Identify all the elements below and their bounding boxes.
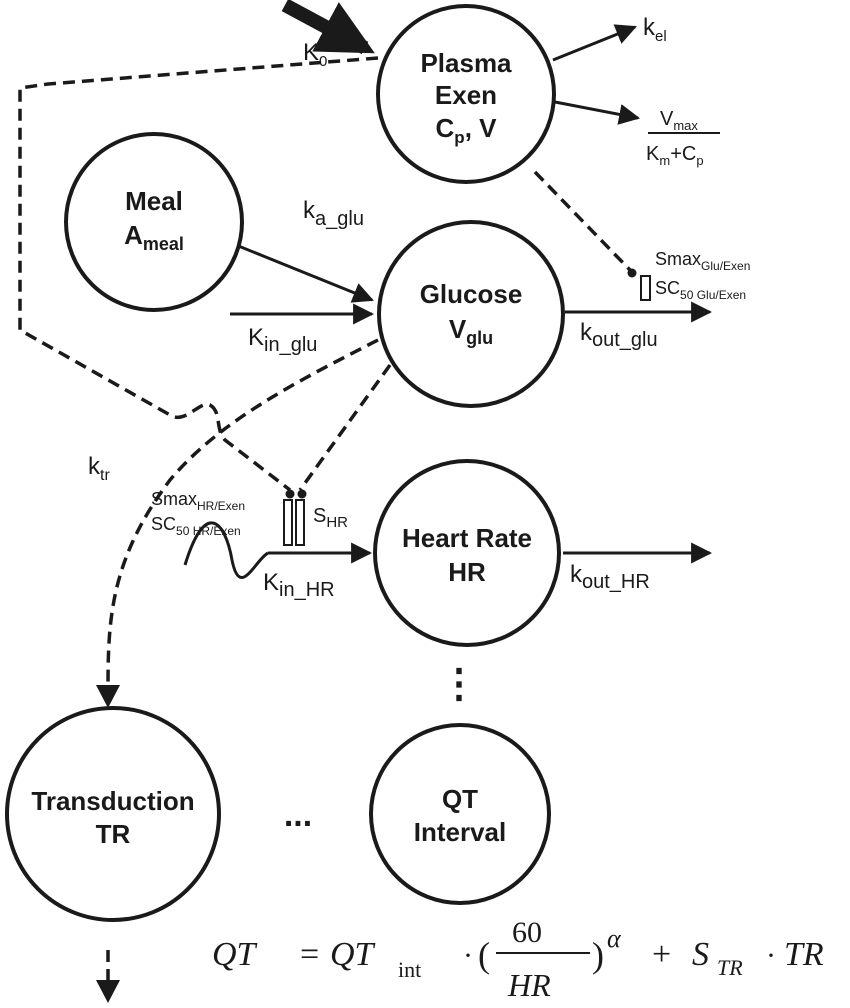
qt-line1: QT [442,784,478,814]
vmax-denominator: Km+Cp [646,143,704,168]
transduction-line1: Transduction [31,786,194,816]
hr-effect-dot-2 [297,489,307,499]
transduction-out-arrowhead [96,980,120,1003]
glu-effect-box [640,275,651,301]
label-kin-hr: Kin_HR [263,569,335,601]
eq-dot1: · [463,939,473,972]
k0-input-arrow [281,0,375,55]
eq-close-paren: ) [592,935,604,975]
label-kout-hr: kout_HR [570,561,650,593]
node-transduction: Transduction TR [5,706,221,922]
meal-line1: Meal [125,186,183,216]
label-kin-glu: Kin_glu [248,324,317,356]
qt-equation: QT = QT int · ( 60 HR ) α + S TR · TR [212,916,824,1003]
eq-numerator: 60 [512,916,542,949]
transduction-line2: TR [96,819,131,849]
transduction-in-arrowhead [96,685,120,708]
eq-dot2: · [766,939,776,972]
eq-qt: QT [330,936,376,973]
node-qt-interval: QT Interval [369,723,551,905]
eq-equals: = [300,936,319,973]
plasma-line3: Cp, V [436,113,498,147]
heart-line1: Heart Rate [402,523,532,553]
eq-lhs: QT [212,936,258,973]
label-kel: kel [643,14,667,45]
dashed-glu-to-transduction [106,338,379,691]
label-k0: K0 [303,39,327,70]
eq-open-paren: ( [478,935,490,975]
glucose-line2: Vglu [449,314,493,348]
eq-tr: TR [784,936,824,973]
dashed-exen-to-glu [533,170,632,272]
glu-effect-dot [627,268,637,278]
eq-plus: + [652,936,671,973]
eq-alpha: α [607,924,622,953]
node-glucose: Glucose Vglu [377,220,565,408]
plasma-line2: Exen [435,80,497,110]
sine-wave [183,521,269,579]
vmax-arrow [554,100,641,125]
vmax-numerator: Vmax [660,108,698,133]
heart-line2: HR [448,557,486,587]
hr-effect-box-2 [295,499,305,546]
label-shr: SHR [313,505,348,531]
eq-int: int [398,957,421,982]
label-smax-hr: SmaxHR/Exen [151,489,245,513]
eq-denominator: HR [507,967,551,1003]
label-kout-glu: kout_glu [580,319,658,351]
label-vmax-fraction: Vmax Km+Cp [646,108,720,168]
kel-arrow [552,24,637,62]
label-smax-glu: SmaxGlu/Exen [655,249,750,273]
qt-line2: Interval [414,817,507,847]
eq-s: S [692,936,709,973]
label-ka-glu: ka_glu [303,197,364,230]
ellipsis-horizontal: ... [284,796,312,834]
ka-glu-arrow [235,243,374,303]
label-ktr: ktr [88,453,110,484]
hr-effect-dot-1 [285,489,295,499]
dashed-glu-to-hr [298,363,392,492]
label-sc50-hr: SC50 HR/Exen [151,514,241,538]
node-meal: Meal Ameal [64,132,244,312]
plasma-line1: Plasma [420,48,512,78]
label-sc50-glu: SC50 Glu/Exen [655,278,746,302]
eq-tr-sub: TR [717,955,743,980]
glucose-line1: Glucose [420,279,523,309]
node-heart-rate: Heart Rate HR [373,459,561,647]
node-plasma-exen: Plasma Exen Cp, V [376,4,556,184]
ellipsis-vertical: ⋮ [439,662,479,706]
meal-line2: Ameal [124,220,184,254]
hr-effect-box-1 [283,499,293,546]
